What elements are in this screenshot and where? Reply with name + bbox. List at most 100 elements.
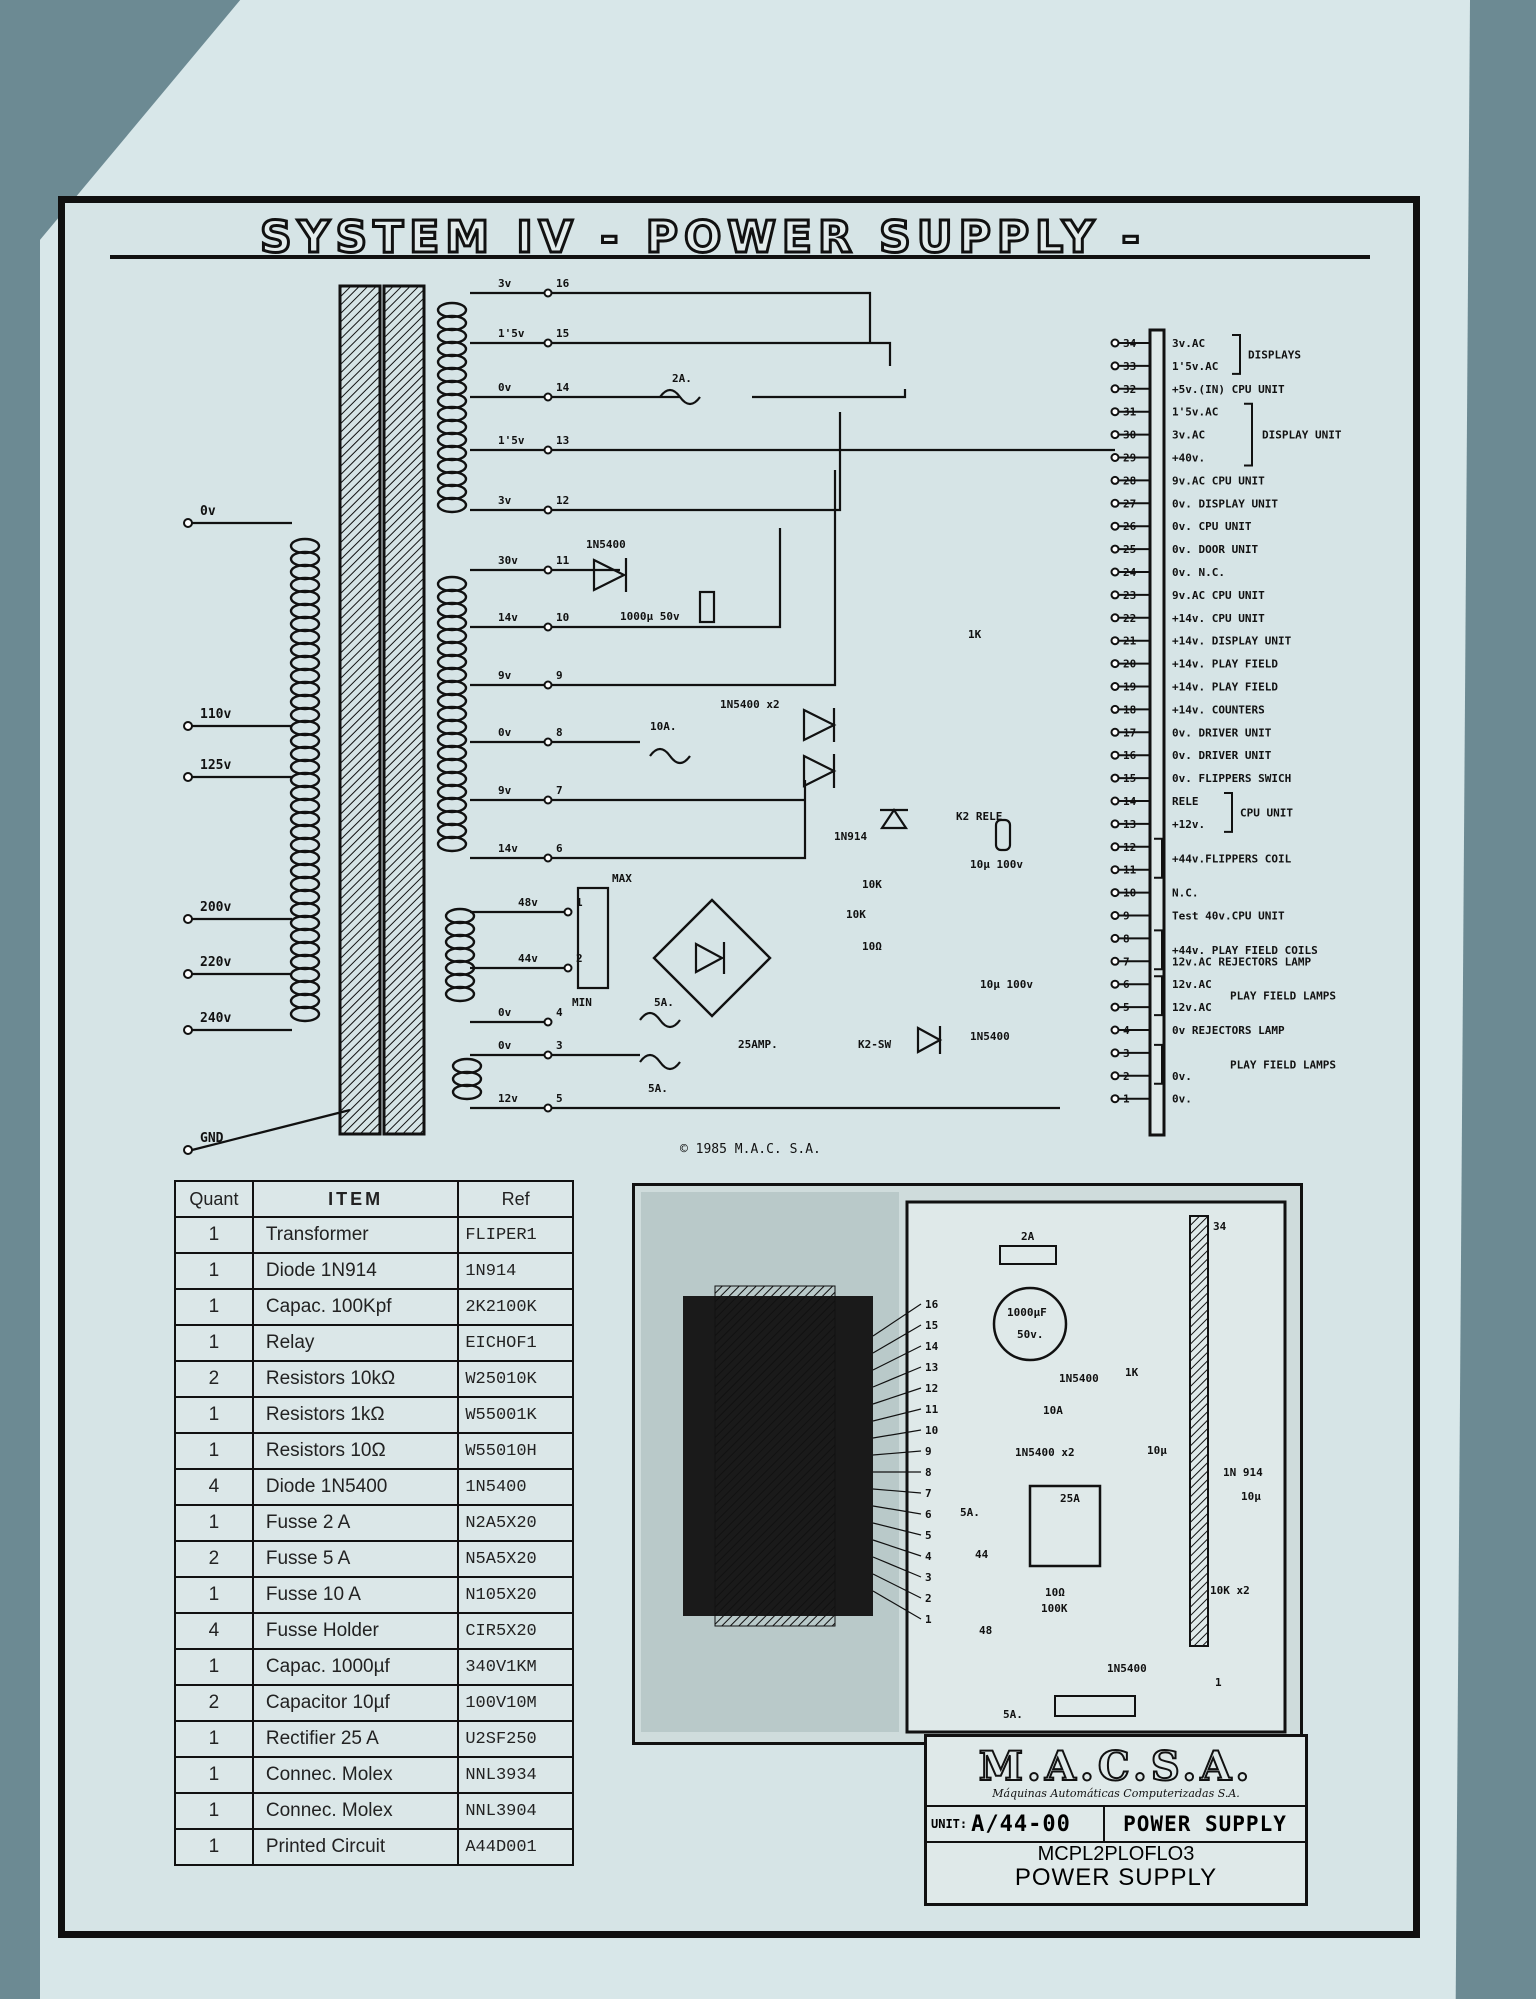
terminal (543, 737, 553, 747)
terminal (543, 680, 553, 690)
secondary-volt-label: 48v (518, 896, 538, 909)
selector-min-label: MIN (572, 996, 592, 1009)
pcb-fuse-2a (999, 1245, 1057, 1265)
secondary-volt-label: 12v (498, 1092, 518, 1105)
connector-pin-label: 1'5v.AC (1172, 406, 1218, 419)
bom-item: Fusse 2 A (251, 1504, 460, 1542)
unit-key: UNIT: (931, 1817, 968, 1831)
connector-pin-terminal (1110, 773, 1120, 783)
bom-ref: W55001K (457, 1396, 574, 1434)
pcb-1n914-label: 1N 914 (1223, 1466, 1263, 1479)
bom-header-ref: Ref (457, 1180, 574, 1218)
bom-item: Printed Circuit (251, 1828, 460, 1866)
secondary-winding-a (436, 496, 468, 514)
connector-pin-number: 28 (1123, 474, 1136, 487)
bom-ref: 340V1KM (457, 1648, 574, 1686)
connector-pin-terminal (1110, 636, 1120, 646)
group-label: +44v. PLAY FIELD COILS (1172, 944, 1318, 957)
secondary-pin-label: 16 (556, 277, 570, 290)
secondary-winding-d (451, 1083, 483, 1101)
bom-quant: 1 (174, 1756, 254, 1794)
connector-pin-terminal (1110, 1002, 1120, 1012)
connector-pin-label: 0v. N.C. (1172, 566, 1225, 579)
group-bracket (1244, 402, 1253, 467)
fuse-5a-b-symbol (639, 1053, 681, 1071)
pcb-fuse-10-label: 10A (1043, 1404, 1063, 1417)
connector-pin-label: +14v. PLAY FIELD (1172, 681, 1278, 694)
connector-pin-label: 0v. DISPLAY UNIT (1172, 497, 1278, 510)
wiring (191, 291, 1115, 1152)
title-block: M.A.C.S.A. Máquinas Automáticas Computer… (924, 1734, 1308, 1906)
pcb-res-10k-label: 10K x2 (1210, 1584, 1250, 1597)
secondary-volt-label: 30v (498, 554, 518, 567)
bom-quant: 2 (174, 1360, 254, 1398)
bridge-diode-symbol (694, 942, 726, 974)
terminal (543, 795, 553, 805)
fuse-5a-a-symbol (639, 1011, 681, 1029)
terminal (543, 565, 553, 575)
connector-pin-number: 11 (1123, 864, 1137, 877)
voltage-selector (576, 886, 610, 990)
pcb-board (905, 1200, 1287, 1734)
bom-ref: FLIPER1 (457, 1216, 574, 1254)
group-label: DISPLAY UNIT (1262, 429, 1342, 442)
bom-item: Connec. Molex (251, 1792, 460, 1830)
bom-ref: 1N914 (457, 1252, 574, 1290)
connector-pin-label: 3v.AC (1172, 337, 1205, 350)
resistor-10k-a-label: 10K (862, 878, 882, 891)
connector-pin-terminal (1110, 682, 1120, 691)
terminal (183, 969, 193, 979)
pcb-lead-label: 14 (925, 1340, 939, 1353)
bom-ref: EICHOF1 (457, 1324, 574, 1362)
connector-pin-terminal (1110, 888, 1120, 898)
group-label: PLAY FIELD LAMPS (1230, 1058, 1336, 1071)
bom-quant: 1 (174, 1252, 254, 1290)
pcb-fuse-5b-label: 5A. (1003, 1708, 1023, 1721)
drawing-name: POWER SUPPLY (1014, 1864, 1218, 1891)
connector-pin-terminal (1110, 842, 1120, 852)
pcb-lead-label: 10 (925, 1424, 938, 1437)
bom-ref: 100V10M (457, 1684, 574, 1722)
pcb-lead-label: 13 (925, 1361, 938, 1374)
bom-item: Diode 1N5400 (251, 1468, 460, 1506)
pcb-res-100-label: 100K (1041, 1602, 1068, 1615)
fuse-10a-label: 10A. (650, 720, 677, 733)
diode-bottom-label: 1N5400 (970, 1030, 1010, 1043)
secondary-volt-label: 9v (498, 669, 512, 682)
unit-value: A/44-00 (971, 1811, 1071, 1837)
secondary-volt-label: 1'5v (498, 434, 525, 447)
primary-tap-label: 200v (200, 900, 231, 915)
bom-ref: 1N5400 (457, 1468, 574, 1506)
bom-item: Diode 1N914 (251, 1252, 460, 1290)
pcb-capacitor-volt: 50v. (1017, 1328, 1044, 1341)
pcb-lead-label: 16 (925, 1298, 939, 1311)
group-bracket (1154, 929, 1163, 971)
connector-pin-terminal (1110, 704, 1120, 714)
diodes-x2-symbol (802, 708, 837, 788)
secondary-pin-label: 10 (556, 611, 569, 624)
pcb-transformer-core (714, 1285, 836, 1627)
secondary-volt-label: 14v (498, 611, 518, 624)
secondary-pin-label: 14 (556, 381, 570, 394)
pcb-44-label: 44 (975, 1548, 989, 1561)
connector-pin-terminal (1110, 361, 1120, 371)
pcb-lead-label: 6 (925, 1508, 932, 1521)
bom-item: Relay (251, 1324, 460, 1362)
secondary-pin-label: 12 (556, 494, 569, 507)
bom-quant: 2 (174, 1684, 254, 1722)
connector-pin-number: 31 (1123, 406, 1137, 419)
pcb-cap-10-label: 10µ (1147, 1444, 1167, 1457)
connector-pin-number: 34 (1123, 337, 1137, 350)
connector-pin-number: 8 (1123, 932, 1130, 945)
terminal (183, 721, 193, 731)
connector-pin-number: 22 (1123, 612, 1136, 625)
